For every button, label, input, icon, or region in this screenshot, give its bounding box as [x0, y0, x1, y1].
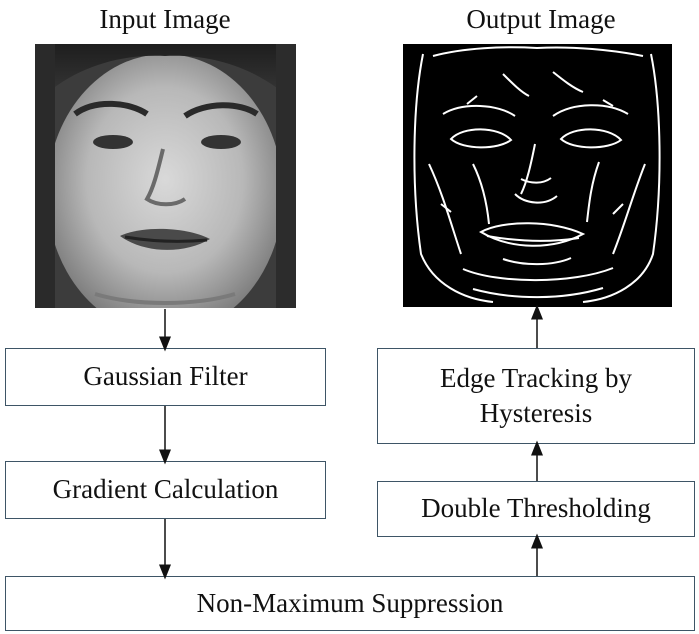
input-face-image: [35, 44, 296, 334]
input-image-title: Input Image: [99, 4, 231, 34]
double-thresholding-label: Double Thresholding: [421, 493, 651, 524]
input-face-svg: [35, 44, 296, 334]
output-edge-svg: [403, 44, 672, 307]
double-thresholding-box: Double Thresholding: [377, 481, 695, 537]
non-maximum-suppression-label: Non-Maximum Suppression: [196, 587, 504, 618]
edge-tracking-label-line1: Edge Tracking by: [440, 362, 632, 393]
gradient-calculation-label: Gradient Calculation: [52, 474, 279, 505]
edge-tracking-box: Edge Tracking by Hysteresis: [377, 348, 695, 444]
output-edge-image: [403, 44, 672, 307]
gaussian-filter-label: Gaussian Filter: [83, 361, 248, 392]
gradient-calculation-box: Gradient Calculation: [5, 461, 326, 519]
gaussian-filter-box: Gaussian Filter: [5, 348, 326, 406]
non-maximum-suppression-box: Non-Maximum Suppression: [5, 576, 695, 631]
edge-tracking-label-line2: Hysteresis: [479, 398, 593, 428]
output-image-title: Output Image: [466, 4, 616, 34]
